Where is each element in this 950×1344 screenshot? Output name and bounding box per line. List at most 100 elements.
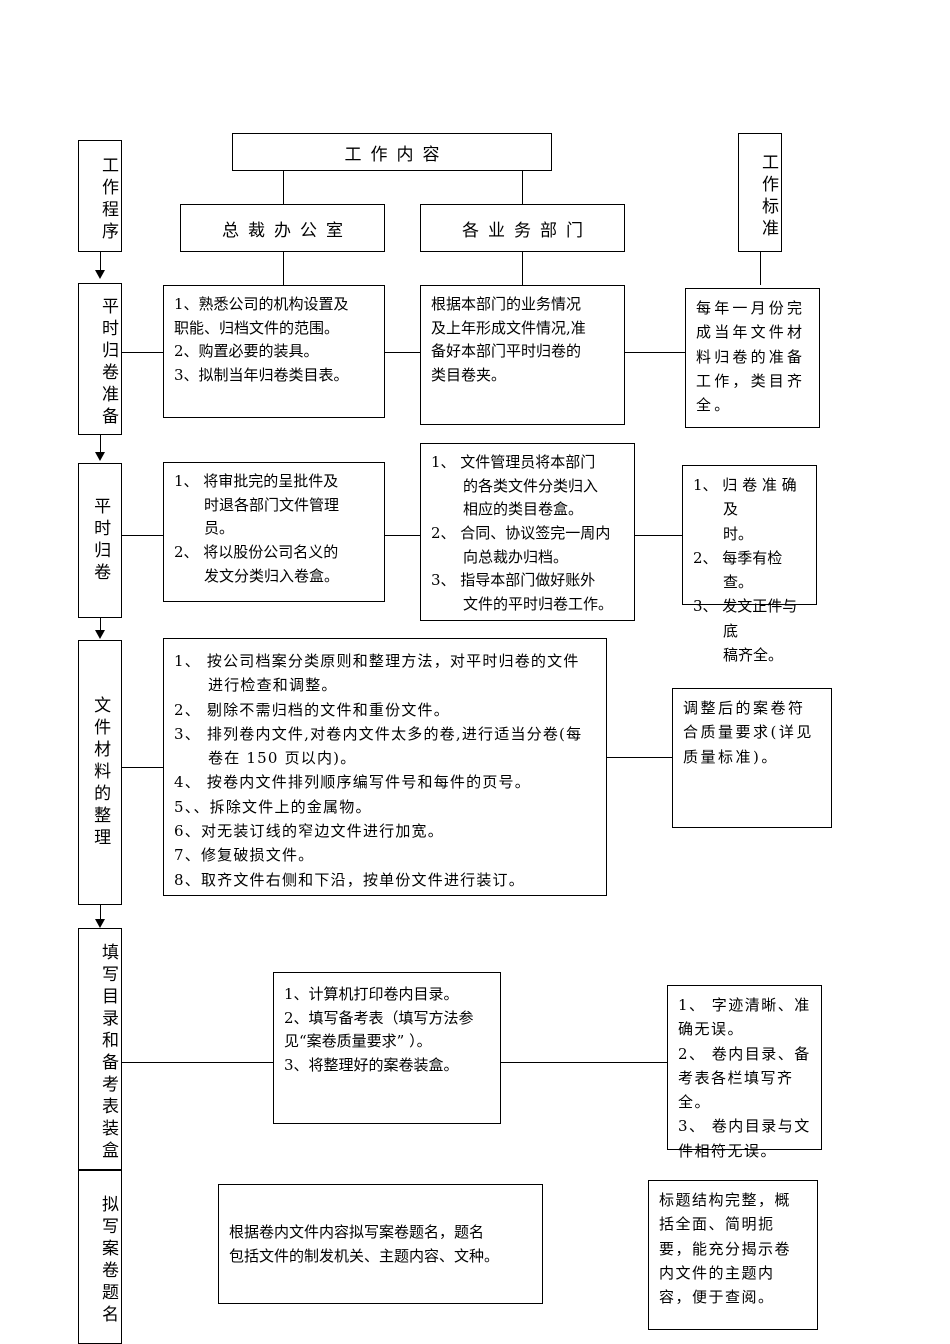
stage-4-standard-content: 1、 字迹清晰、准 确无误。 2、 卷内目录、备 考表各栏填写齐 全。 3、 卷…: [668, 986, 821, 1170]
connector-stage1-to-stage2: [100, 435, 101, 455]
link-stage4-content-standard: [501, 1062, 667, 1063]
stage-1-label: 平时归卷准备: [98, 297, 118, 429]
stage-3-standard-box: 调整后的案卷符 合质量要求(详见 质量标准)。: [672, 688, 832, 828]
link-stage2-office-departments: [385, 535, 420, 536]
list-line: 3、将整理好的案卷装盒。: [284, 1056, 459, 1075]
list-line: 备好本部门平时归卷的: [431, 342, 582, 361]
stage-3-content: 1、 按公司档案分类原则和整理方法，对平时归卷的文件 进行检查和调整。 2、 剔…: [164, 639, 606, 899]
list-line: 2、填写备考表（填写方法参: [284, 1008, 474, 1027]
link-stage1-office-departments: [385, 352, 420, 353]
list-line: 见“案卷质量要求” ）。: [284, 1032, 432, 1051]
list-line: 员。: [204, 519, 235, 538]
list-line: 包括文件的制发机关、主题内容、文种。: [229, 1247, 500, 1265]
list-line: 文件的平时归卷工作。: [463, 595, 614, 614]
connector-content-to-departments: [522, 171, 523, 204]
stage-2-departments-content: 1、 文件管理员将本部门 的各类文件分类归入 相应的类目卷盒。 2、 合同、协议…: [421, 444, 634, 624]
list-line: 3、 排列卷内文件,对卷内文件太多的卷,进行适当分卷(每: [174, 724, 583, 743]
list-line: 的各类文件分类归入: [463, 476, 599, 495]
stage-2-label-box: 平时归卷: [78, 463, 122, 618]
list-line: 卷在 150 页以内)。: [208, 749, 357, 768]
stage-4-content: 1、计算机打印卷内目录。 2、填写备考表（填写方法参 见“案卷质量要求” ）。 …: [274, 973, 500, 1085]
stage-1-office-box: 1、熟悉公司的机构设置及 职能、归档文件的范围。 2、购置必要的装具。 3、拟制…: [163, 285, 385, 418]
list-line: 8、取齐文件右侧和下沿，按单份文件进行装订。: [174, 870, 525, 889]
stage-3-content-box: 1、 按公司档案分类原则和整理方法，对平时归卷的文件 进行检查和调整。 2、 剔…: [163, 638, 607, 896]
list-line: 稿齐全。: [723, 646, 784, 665]
stage-2-standard-content: 1、 归 卷 准 确 及 时。 2、 每季有检查。 3、 发文正件与底 稿齐全。: [683, 466, 816, 674]
connector-procedure-to-stage1: [100, 252, 101, 274]
list-line: 质量标准)。: [683, 747, 779, 766]
header-work-content: 工作内容: [232, 133, 552, 171]
list-line: 全。: [696, 396, 733, 415]
link-stage1-departments-standard: [625, 352, 685, 353]
list-line: 根据本部门的业务情况: [431, 295, 582, 313]
header-owner-departments-label: 各业务部门: [462, 220, 592, 241]
list-line: 3、 发文正件与底: [693, 597, 798, 640]
stage-3-label: 文件材料的整理: [90, 695, 111, 850]
link-stage2-departments-standard: [635, 535, 682, 536]
list-line: 根据卷内文件内容拟写案卷题名，题名: [229, 1222, 485, 1241]
stage-1-standard-content: 每年一月份完 成当年文件材 料归卷的准备 工作，类目齐 全。: [686, 289, 819, 424]
list-line: 括全面、简明扼: [659, 1215, 775, 1234]
stage-2-office-box: 1、 将审批完的呈批件及 时退各部门文件管理 员。 2、 将以股份公司名义的 发…: [163, 462, 385, 602]
list-line: 1、 归 卷 准 确 及: [693, 476, 802, 519]
stage-4-label: 填写目录和备考表装盒: [98, 943, 118, 1163]
stage-3-label-box: 文件材料的整理: [78, 640, 122, 905]
list-line: 发文分类归入卷盒。: [204, 566, 340, 585]
list-line: 3、 卷内目录与文: [678, 1117, 811, 1136]
link-stage4-label-content: [122, 1062, 273, 1063]
list-line: 要，能充分揭示卷: [659, 1239, 792, 1258]
list-line: 3、 指导本部门做好账外: [431, 571, 596, 590]
list-line: 7、修复破损文件。: [174, 846, 315, 865]
list-line: 时退各部门文件管理: [204, 495, 340, 514]
list-line: 4、 按卷内文件排列顺序编写件号和每件的页号。: [174, 773, 531, 792]
header-standard-column: 工作标准: [738, 133, 782, 252]
list-line: 2、 剔除不需归档的文件和重份文件。: [174, 700, 450, 719]
link-stage1-label-office: [122, 352, 163, 353]
list-line: 标题结构完整，概: [659, 1191, 792, 1209]
arrow-stage1-to-stage2: [95, 452, 105, 461]
header-owner-office-label: 总裁办公室: [222, 220, 352, 241]
stage-3-standard-content: 调整后的案卷符 合质量要求(详见 质量标准)。: [673, 689, 831, 776]
stage-2-standard-box: 1、 归 卷 准 确 及 时。 2、 每季有检查。 3、 发文正件与底 稿齐全。: [682, 465, 817, 664]
stage-5-content-box: 根据卷内文件内容拟写案卷题名，题名 包括文件的制发机关、主题内容、文种。: [218, 1184, 543, 1304]
list-line: 及上年形成文件情况,准: [431, 318, 586, 337]
stage-5-label: 拟写案卷题名: [98, 1195, 118, 1327]
stage-5-standard-content: 标题结构完整，概 括全面、简明扼 要，能充分揭示卷 内文件的主题内 容，便于查阅…: [649, 1181, 817, 1316]
list-line: 2、 每季有检查。: [693, 548, 783, 592]
header-owner-departments: 各业务部门: [420, 204, 625, 252]
stage-5-label-box: 拟写案卷题名: [78, 1170, 122, 1344]
link-stage3-content-standard: [607, 757, 672, 758]
list-line: 1、熟悉公司的机构设置及: [174, 295, 349, 313]
list-line: 每年一月份完: [696, 299, 806, 317]
list-line: 全。: [678, 1093, 712, 1112]
list-line: 类目卷夹。: [431, 366, 507, 385]
list-line: 成当年文件材: [696, 323, 806, 342]
list-line: 进行检查和调整。: [208, 676, 338, 695]
stage-4-content-box: 1、计算机打印卷内目录。 2、填写备考表（填写方法参 见“案卷质量要求” ）。 …: [273, 972, 501, 1124]
list-line: 1、 字迹清晰、准: [678, 996, 811, 1014]
connector-standard-to-stage1: [760, 252, 761, 285]
connector-stage2-to-stage3: [100, 618, 101, 635]
stage-1-departments-box: 根据本部门的业务情况 及上年形成文件情况,准 备好本部门平时归卷的 类目卷夹。: [420, 285, 625, 425]
list-line: 考表各栏填写齐: [678, 1068, 794, 1087]
list-line: 2、 合同、协议签完一周内: [431, 524, 611, 543]
header-procedure-label: 工作程序: [98, 156, 118, 244]
header-owner-office: 总裁办公室: [180, 204, 385, 252]
header-standard-label: 工作标准: [758, 152, 778, 241]
stage-1-label-box: 平时归卷准备: [78, 283, 122, 435]
list-line: 料归卷的准备: [696, 347, 806, 366]
arrow-stage3-to-stage4: [95, 919, 105, 928]
list-line: 1、 文件管理员将本部门: [431, 453, 596, 471]
list-line: 1、 将审批完的呈批件及: [174, 472, 339, 490]
stage-1-office-content: 1、熟悉公司的机构设置及 职能、归档文件的范围。 2、购置必要的装具。 3、拟制…: [164, 286, 384, 395]
list-line: 5、、拆除文件上的金属物。: [174, 797, 372, 816]
connector-office-to-stage1: [283, 252, 284, 285]
list-line: 合质量要求(详见: [683, 723, 814, 742]
header-procedure-column: 工作程序: [78, 140, 122, 252]
list-line: 2、 卷内目录、备: [678, 1044, 811, 1063]
stage-5-standard-box: 标题结构完整，概 括全面、简明扼 要，能充分揭示卷 内文件的主题内 容，便于查阅…: [648, 1180, 818, 1330]
list-line: 调整后的案卷符: [683, 699, 806, 717]
list-line: 3、拟制当年归卷类目表。: [174, 366, 349, 385]
list-line: 工作，类目齐: [696, 371, 806, 390]
